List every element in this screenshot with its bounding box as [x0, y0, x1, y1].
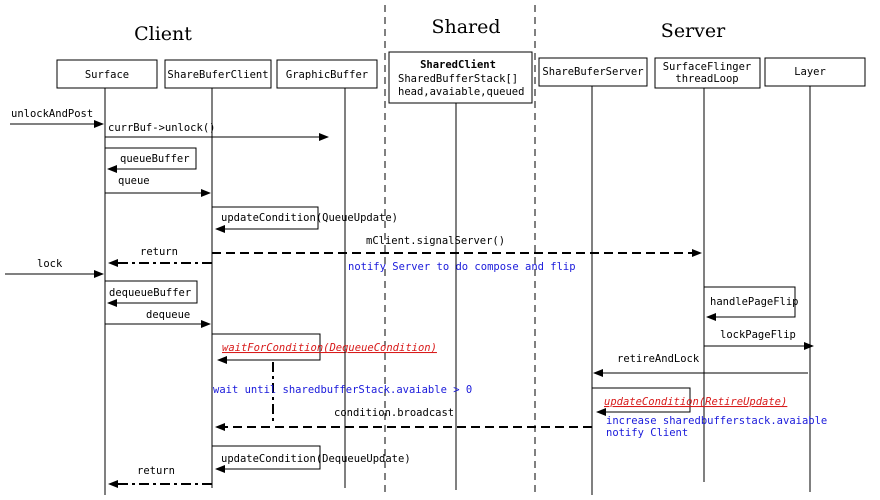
msg-handle-page-flip-label: handlePageFlip	[710, 296, 799, 308]
participant-graphic-buffer-label: GraphicBuffer	[286, 69, 368, 81]
msg-queue-label: queue	[118, 175, 150, 187]
msg-update-condition-dequeue-label: updateCondition(DequeueUpdate)	[221, 453, 411, 465]
participant-surface-flinger-line2: threadLoop	[675, 73, 738, 85]
participant-share-buffer-client: ShareBuferClient	[164, 59, 272, 89]
participant-shared-client-title: SharedClient	[420, 59, 496, 71]
participant-layer: Layer	[764, 57, 866, 87]
participant-shared-client-line2: head,avaiable,queued	[398, 86, 524, 98]
msg-queue-buffer-loop	[105, 147, 197, 173]
group-title-client: Client	[134, 23, 192, 45]
participant-share-buffer-server: ShareBuferServer	[538, 57, 648, 87]
note-increase-stack: increase sharedbufferstack.avaiable	[606, 415, 827, 427]
participant-share-buffer-client-label: ShareBuferClient	[167, 69, 268, 81]
msg-handle-page-flip-loop	[704, 286, 796, 321]
msg-currbuf-unlock-label: currBuf->unlock()	[108, 122, 215, 134]
msg-update-condition-retire-loop	[592, 387, 691, 416]
group-title-shared: Shared	[431, 16, 500, 38]
msg-update-condition-retire-label: updateCondition(RetireUpdate)	[604, 396, 787, 408]
msg-dequeue-buffer-label: dequeueBuffer	[109, 287, 191, 299]
participant-graphic-buffer: GraphicBuffer	[276, 59, 378, 89]
note-notify-client: notify Client	[606, 427, 688, 439]
msg-retire-and-lock-label: retireAndLock	[617, 353, 700, 365]
note-wait-until: wait until sharedbufferStack.avaiable > …	[213, 384, 472, 396]
msg-queue-buffer-label: queueBuffer	[120, 153, 190, 165]
group-title-server: Server	[661, 20, 726, 42]
msg-update-condition-queue-label: updateCondition(QueueUpdate)	[221, 212, 398, 224]
msg-update-condition-queue-loop	[212, 206, 319, 233]
participant-layer-label: Layer	[794, 66, 826, 78]
participant-surface-flinger: SurfaceFlinger threadLoop	[654, 57, 761, 89]
msg-wait-for-condition-label: waitForCondition(DequeueCondition)	[222, 342, 437, 354]
participant-shared-client-line1: SharedBufferStack[]	[398, 73, 518, 85]
participant-shared-client: SharedClient SharedBufferStack[] head,av…	[388, 51, 533, 104]
msg-signal-server-label: mClient.signalServer()	[366, 235, 505, 247]
msg-condition-broadcast-label: condition.broadcast	[334, 407, 454, 419]
participant-surface-flinger-line1: SurfaceFlinger	[663, 61, 752, 73]
msg-lock-page-flip-label: lockPageFlip	[720, 329, 796, 341]
msg-wait-for-condition-loop	[212, 333, 321, 364]
msg-dequeue-label: dequeue	[146, 309, 190, 321]
note-notify-server: notify Server to do compose and flip	[348, 261, 576, 273]
msg-unlock-and-post-label: unlockAndPost	[11, 108, 93, 120]
msg-dequeue-buffer-loop	[105, 280, 198, 307]
msg-return-1-label: return	[140, 246, 178, 258]
participant-surface: Surface	[56, 59, 158, 89]
participant-share-buffer-server-label: ShareBuferServer	[542, 66, 643, 78]
msg-update-condition-dequeue-loop	[212, 445, 321, 473]
msg-lock-label: lock	[37, 258, 63, 270]
participant-surface-label: Surface	[85, 69, 129, 81]
msg-return-2-label: return	[137, 465, 175, 477]
